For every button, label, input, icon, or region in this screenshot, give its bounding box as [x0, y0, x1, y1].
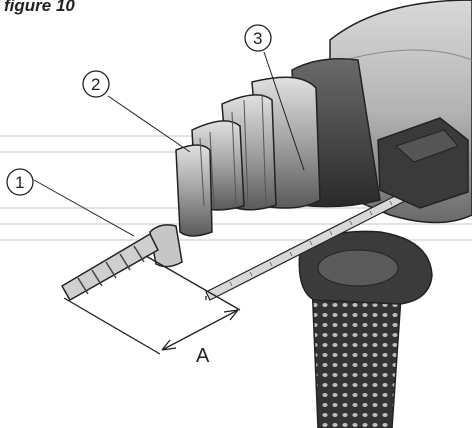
- drill-chuck: [149, 76, 321, 268]
- callout-1: 1: [6, 168, 135, 237]
- figure-title: figure 10: [4, 0, 75, 15]
- dimension-label: A: [196, 345, 210, 367]
- handle: [298, 230, 433, 428]
- callout-1-label: 1: [15, 173, 24, 192]
- dimension-a: [63, 255, 241, 355]
- drill-bit: [60, 232, 159, 302]
- callout-3-label: 3: [253, 29, 262, 48]
- callout-2-label: 2: [91, 75, 100, 94]
- callout-2: 2: [82, 70, 191, 153]
- callout-3: 3: [244, 24, 305, 171]
- depth-gauge: [205, 117, 469, 301]
